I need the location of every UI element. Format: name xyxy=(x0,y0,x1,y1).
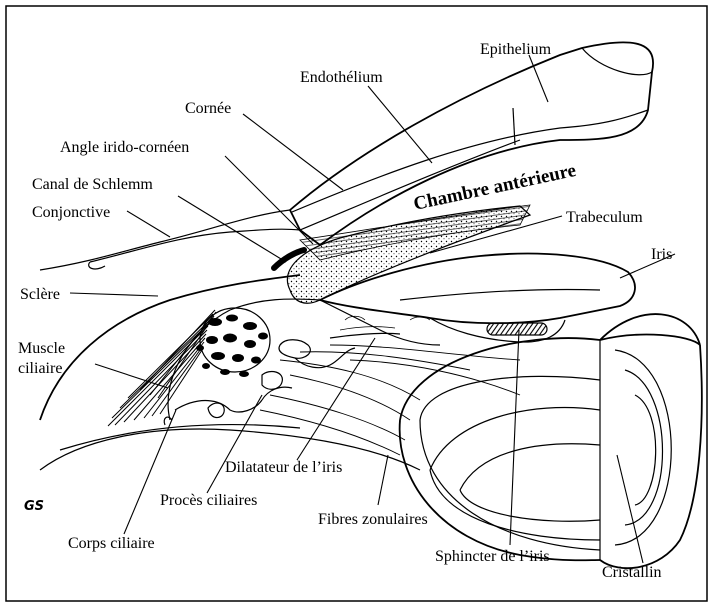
label-sclere: Sclère xyxy=(20,286,60,303)
label-corps-ciliaire: Corps ciliaire xyxy=(68,535,155,552)
label-canal-de-schlemm: Canal de Schlemm xyxy=(32,176,153,193)
label-cristallin: Cristallin xyxy=(602,564,662,581)
label-endothelium: Endothélium xyxy=(300,69,383,86)
ciliary-body-shape xyxy=(164,299,440,425)
label-trabeculum: Trabeculum xyxy=(566,209,643,226)
label-dilatateur: Dilatateur de l’iris xyxy=(225,459,342,476)
label-muscle-ciliaire-1: Muscle xyxy=(18,340,65,357)
ciliary-muscle-shape xyxy=(108,310,216,426)
label-fibres-zonulaires: Fibres zonulaires xyxy=(318,511,428,528)
label-angle-irido-corneen: Angle irido-cornéen xyxy=(60,139,189,156)
label-muscle-ciliaire-2: ciliaire xyxy=(18,360,62,377)
label-sphincter: Sphincter de l’iris xyxy=(435,548,550,565)
label-epithelium: Epithelium xyxy=(480,41,552,58)
sphincter-shape xyxy=(487,323,547,335)
label-proces-ciliaires: Procès ciliaires xyxy=(160,492,257,509)
label-conjonctive: Conjonctive xyxy=(32,204,110,221)
lens-shape xyxy=(400,314,702,568)
label-iris: Iris xyxy=(651,246,672,263)
label-cornee: Cornée xyxy=(185,100,231,117)
label-chambre-anterieure: Chambre antérieure xyxy=(412,160,578,215)
artist-signature: GS xyxy=(24,499,44,514)
